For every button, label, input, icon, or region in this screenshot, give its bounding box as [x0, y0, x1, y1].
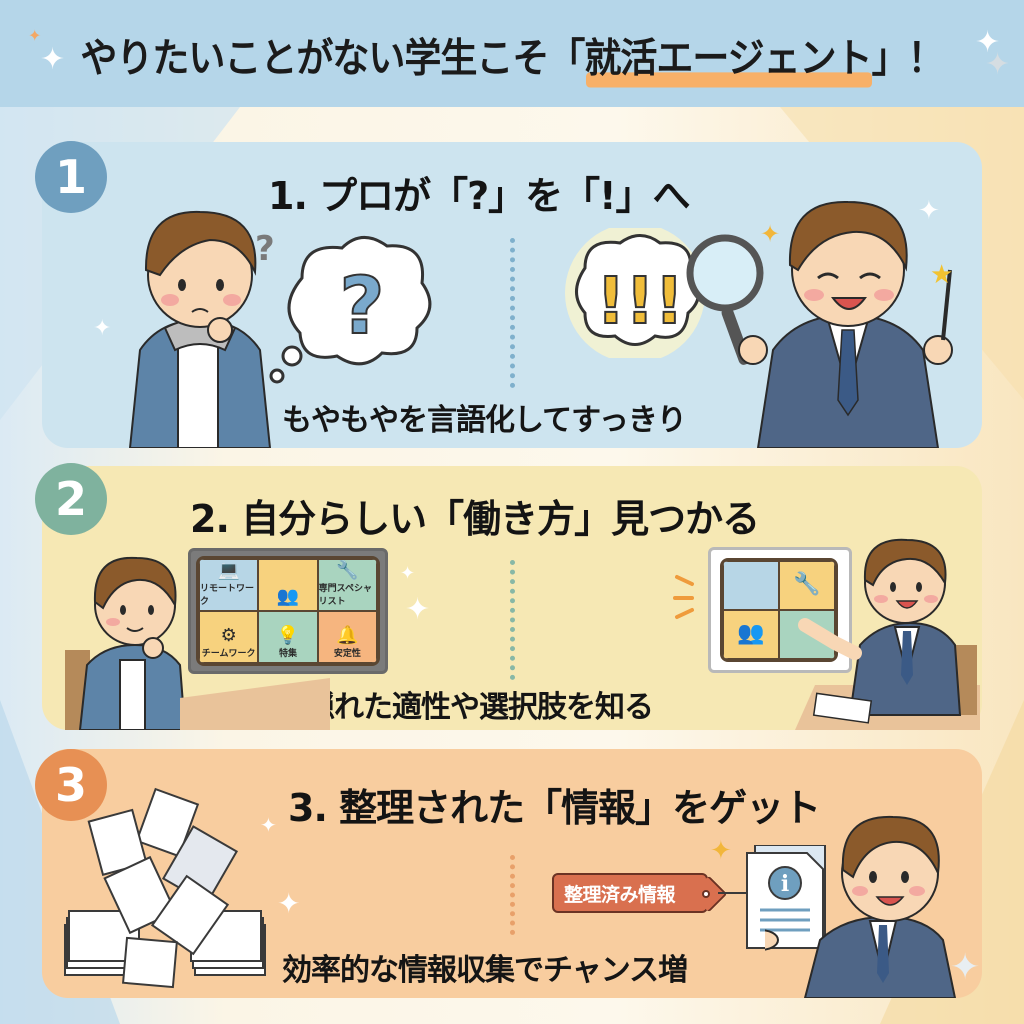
puzzle-piece-org: 👥 [723, 610, 779, 659]
org-chart-icon: 👥 [737, 620, 765, 646]
section-1-divider [510, 238, 515, 388]
question-thought-bubble: ? [269, 236, 432, 384]
exclamation-thought-bubble: !!! [565, 228, 705, 358]
sparkle-icon: ✦ [277, 887, 301, 920]
puzzle-piece-teamwork: ⚙チームワーク [199, 611, 259, 663]
wrench-icon: 🔧 [793, 571, 821, 597]
svg-text:?: ? [339, 262, 384, 352]
messy-papers-icon [64, 787, 266, 989]
sparkle-icon: ✦ [28, 26, 42, 45]
section-2-title: 2. 自分らしい「働き方」見つかる [190, 497, 760, 541]
page-title: やりたいことがない学生こそ「就活エージェント」！ [80, 24, 945, 87]
smiling-agent-illustration [738, 200, 953, 448]
header-banner: ✦ ✦ ✦ ✦ やりたいことがない学生こそ「就活エージェント」！ [0, 0, 1024, 107]
document-agent-illustration [765, 815, 957, 998]
section-3-subtitle: 効率的な情報収集でチャンス増 [282, 953, 688, 988]
puzzle-piece [723, 561, 779, 610]
section-2-divider [510, 560, 515, 680]
sparkle-icon: ✦ [710, 836, 732, 866]
puzzle-piece-team-network: 👥 [258, 559, 318, 611]
puzzle-piece-stability: 🔔安定性 [317, 611, 377, 663]
pointing-agent-illustration [795, 538, 980, 730]
section-3-number-badge: 3 [35, 749, 107, 821]
confused-student-illustration [128, 210, 272, 448]
svg-text:!!!: !!! [596, 265, 684, 339]
desk-left [180, 678, 330, 730]
thinking-student-illustration [65, 556, 187, 730]
section-3-divider [510, 855, 515, 935]
wrench-icon: 🔧 [336, 560, 359, 581]
puzzle-piece-remote-work: 💻リモートワーク [199, 559, 259, 611]
laptop-icon: 💻 [217, 560, 240, 581]
work-style-puzzle: 💻リモートワーク 👥 🔧専門スペシャリスト ⚙チームワーク 💡特集 🔔安定性 [196, 556, 380, 666]
section-1-number-badge: 1 [35, 141, 107, 213]
sparkle-icon: ✦ [93, 316, 112, 341]
section-2-number-badge: 2 [35, 463, 107, 535]
svg-text:i: i [781, 871, 789, 897]
sparkle-icon: ✦ [950, 947, 981, 988]
gears-icon: ⚙ [220, 625, 237, 646]
puzzle-piece-wrench: 🔧 [779, 561, 835, 610]
section-3-title: 3. 整理された「情報」をゲット [288, 786, 821, 830]
section-1-title: 1. プロが「?」を「!」へ [268, 174, 690, 218]
sparkle-icon: ✦ [260, 813, 277, 837]
sparkle-icon: ✦ [975, 25, 1001, 60]
lightbulb-icon: 💡 [276, 625, 300, 646]
bell-icon: 🔔 [336, 625, 359, 646]
star-wand-icon: ★ [930, 260, 954, 290]
organized-info-tag: 整理済み情報 [552, 873, 710, 913]
question-mark-icon: ? [255, 229, 275, 269]
sparkle-icon: ✦ [400, 563, 416, 584]
sparkle-icon: ✦ [405, 592, 431, 627]
team-network-icon: 👥 [276, 586, 300, 607]
section-2-subtitle: 隠れた適性や選択肢を知る [305, 690, 654, 725]
sparkle-icon: ✦ [40, 42, 66, 77]
title-highlight: 就活エージェント [584, 34, 872, 81]
puzzle-piece-specialist: 🔧専門スペシャリスト [317, 559, 377, 611]
section-1-subtitle: もやもやを言語化してすっきり [282, 403, 687, 438]
sparkle-icon: ✦ [985, 47, 1011, 82]
info-document-icon: i [746, 845, 826, 949]
sparkle-icon: ✦ [760, 220, 781, 248]
emphasis-lines-icon [673, 575, 694, 619]
puzzle-piece-feature: 💡特集 [258, 611, 318, 663]
sparkle-icon: ✦ [918, 196, 940, 226]
